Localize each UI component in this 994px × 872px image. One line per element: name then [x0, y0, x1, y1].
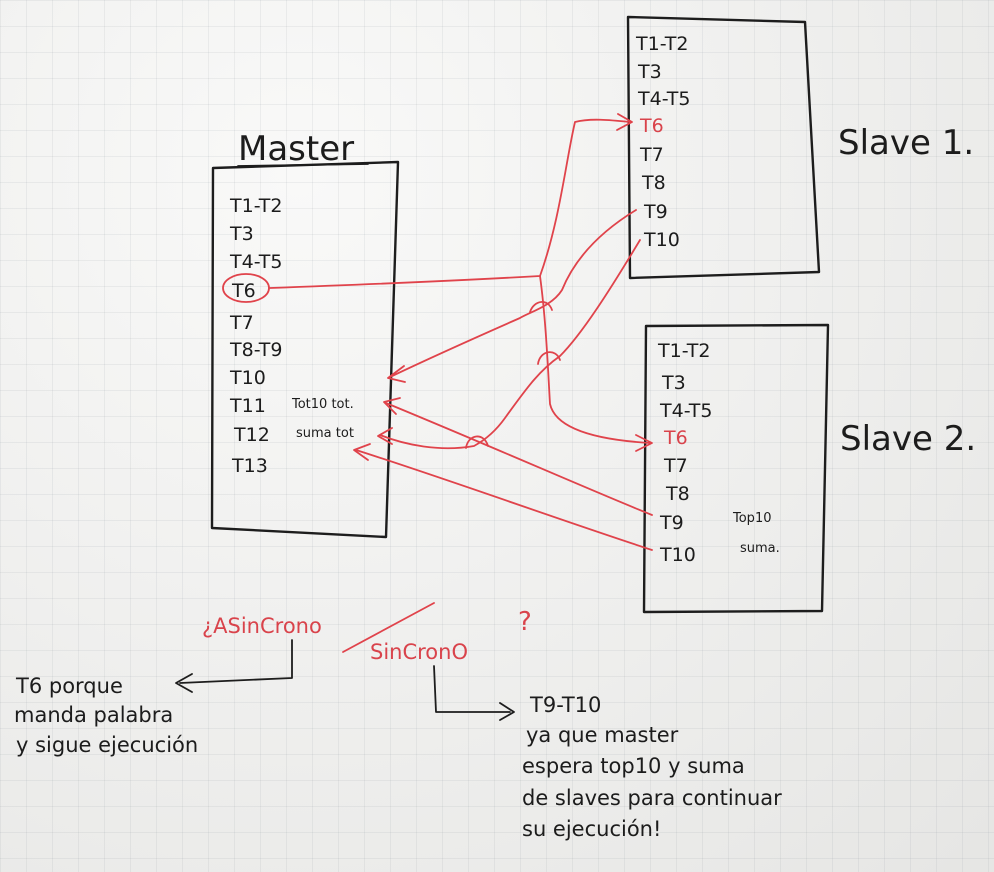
question-sincrono: SinCronO [370, 640, 468, 664]
slave1-task-item: T3 [637, 61, 662, 83]
left-answer-line: manda palabra [14, 703, 173, 727]
slave2-task-item: T10 [659, 544, 696, 566]
master-task-item: T11 [229, 395, 266, 417]
hop-3 [465, 435, 489, 449]
master-task-list: T1-T2 T3 T4-T5 T6 T7 T8-T9 T10 T11 T12 T… [229, 195, 283, 477]
left-answer-connector [179, 639, 293, 684]
master-task-item: T8-T9 [229, 339, 283, 361]
question-asincrono: ¿ASinCrono [202, 614, 322, 638]
master-task-item: T10 [229, 367, 266, 389]
right-answer-arrowhead [499, 702, 515, 721]
right-answer-line: de slaves para continuar [522, 786, 782, 810]
slave1-task-item: T1-T2 [635, 33, 689, 55]
slave2-sum-note: suma. [740, 541, 780, 556]
right-answer-line: su ejecución! [522, 817, 661, 841]
right-answer-line: ya que master [526, 723, 679, 747]
question-slash [342, 602, 435, 653]
master-task-item: T6 [231, 280, 256, 302]
master-task-item: T4-T5 [229, 251, 283, 273]
master-t6-circle [222, 273, 270, 303]
slave2-task-item: T9 [659, 512, 684, 534]
arrow-slave1-t10-to-master [379, 239, 641, 450]
slave1-box [626, 15, 821, 280]
master-sum-note: suma tot [296, 426, 354, 441]
arrow-slave2-t10-to-master [355, 449, 653, 551]
slave2-task-item: T8 [665, 483, 690, 505]
question-mark: ? [518, 607, 532, 637]
slave1-title: Slave 1. [838, 123, 974, 163]
slave2-task-item: T1-T2 [657, 340, 711, 362]
slave1-task-item: T9 [643, 201, 668, 223]
message-arrows [269, 113, 653, 551]
right-answer-line: espera top10 y suma [522, 754, 745, 778]
slave2-task-list: T1-T2 T3 T4-T5 T6 T7 T8 T9 T10 [657, 340, 713, 566]
slave1-task-item: T8 [641, 172, 666, 194]
slave1-task-list: T1-T2 T3 T4-T5 T6 T7 T8 T9 T10 [635, 33, 691, 251]
slave2-box [642, 323, 830, 614]
arrow-t6-to-slave1 [269, 118, 631, 289]
master-title-underline [237, 163, 369, 167]
master-title: Master [238, 129, 354, 169]
arrow-slave2-t9-to-master [385, 402, 653, 516]
right-answer-connector [433, 665, 511, 713]
slave2-top10-note: Top10 [732, 511, 771, 526]
master-task-item: T7 [229, 312, 254, 334]
arrowhead-slave1-t6 [616, 113, 633, 131]
master-task-item: T3 [229, 223, 254, 245]
arrowhead-master-t12 [377, 427, 393, 445]
slave2-task-item: T6 [663, 427, 688, 449]
left-answer-line: T6 porque [15, 674, 123, 698]
slave2-title: Slave 2. [840, 419, 976, 459]
slave1-task-item: T7 [639, 144, 664, 166]
master-task-item: T13 [231, 455, 268, 477]
left-answer-line: y sigue ejecución [16, 733, 198, 757]
master-task-item: T12 [233, 424, 270, 446]
arrowhead-master-t10 [387, 365, 406, 383]
right-answer-line: T9-T10 [529, 693, 601, 717]
master-top10-note: Tot10 tot. [291, 397, 354, 412]
slave1-task-item: T10 [643, 229, 680, 251]
arrowhead-master-t11 [383, 397, 401, 415]
slave1-task-item: T6 [639, 115, 664, 137]
left-answer-arrowhead [175, 673, 193, 693]
master-task-item: T1-T2 [229, 195, 283, 217]
slave2-task-item: T3 [661, 372, 686, 394]
slave2-task-item: T7 [663, 455, 688, 477]
arrowhead-master-sum [353, 443, 371, 461]
arrow-slave1-t9-to-master [389, 209, 637, 378]
hop-1 [529, 301, 553, 313]
arrowhead-slave2-t6 [635, 434, 653, 452]
slave1-task-item: T4-T5 [637, 88, 691, 110]
arrow-t6-to-slave2 [539, 275, 651, 444]
slave2-task-item: T4-T5 [659, 400, 713, 422]
hop-2 [537, 351, 561, 365]
